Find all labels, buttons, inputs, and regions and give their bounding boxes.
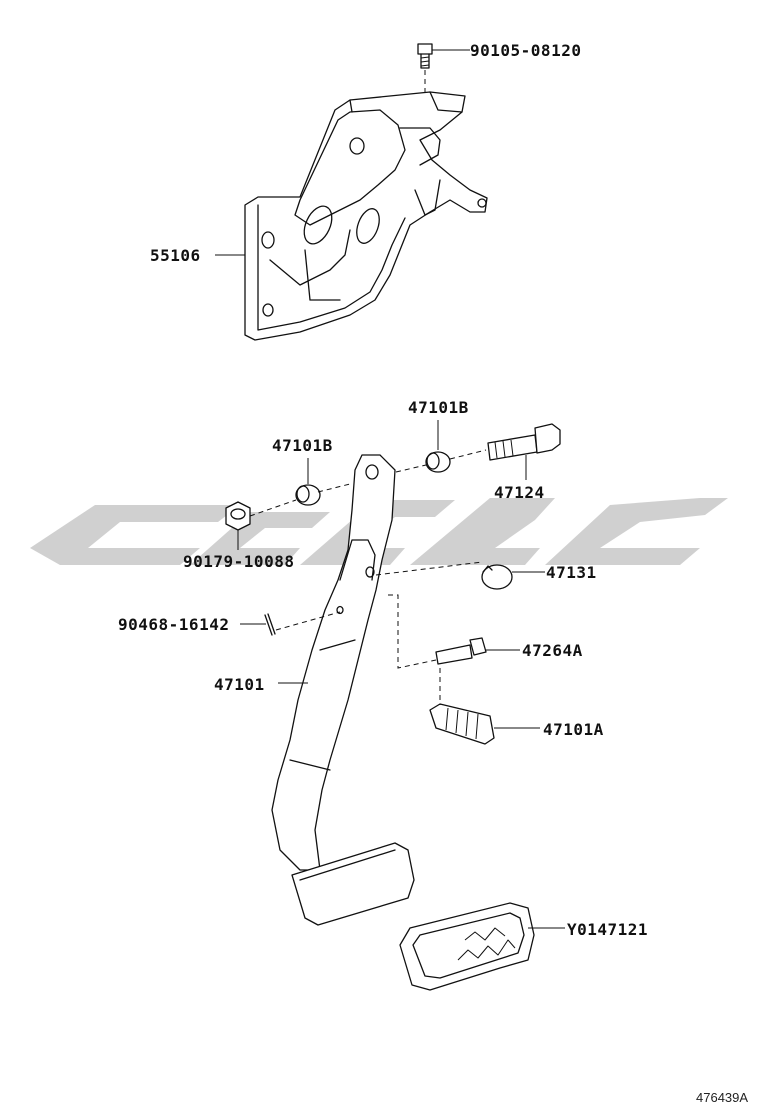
brake-pedal-arm-47101[interactable] [271,454,415,926]
leader-lines [215,49,565,929]
stopper-47131[interactable] [481,564,513,590]
spring-47101A[interactable] [429,703,495,745]
part-label-47101B-right: 47101B [408,398,469,417]
part-label-90179-10088: 90179-10088 [183,552,294,571]
pedal-bracket-55106[interactable] [244,91,488,341]
part-label-Y0147121: Y0147121 [567,920,648,939]
part-label-47101B-left: 47101B [272,436,333,455]
pedal-pad-Y0147121[interactable] [399,902,535,991]
figure-id: 476439A [696,1090,748,1105]
watermark-logo [30,498,728,565]
part-label-47101A: 47101A [543,720,604,739]
bolt-47124[interactable] [487,423,561,461]
part-label-90468-16142: 90468-16142 [118,615,229,634]
part-label-47131: 47131 [546,563,597,582]
nut-90179-10088[interactable] [225,501,251,531]
bushing-47101B-left[interactable] [295,484,321,506]
pin-47264A[interactable] [435,637,487,665]
bolt-90105-08120[interactable] [417,43,433,92]
part-label-47124: 47124 [494,483,545,502]
part-label-90105-08120: 90105-08120 [470,41,581,60]
bushing-47101B-right[interactable] [425,451,451,473]
assembly-guide-lines [249,449,487,705]
part-label-55106: 55106 [150,246,201,265]
part-label-47264A: 47264A [522,641,583,660]
part-labels: 90105-08120 55106 47101B 47101B 47124 90… [118,41,648,939]
part-label-47101: 47101 [214,675,265,694]
clip-90468-16142[interactable] [264,613,276,636]
